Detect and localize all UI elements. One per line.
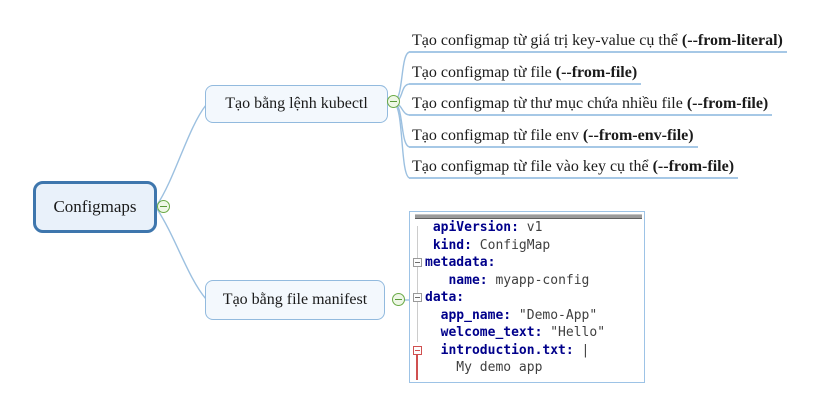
code-line: app_name: "Demo-App" (412, 307, 642, 325)
leaf-flag: (--from-env-file) (582, 127, 694, 144)
leaf-text: Tạo configmap từ giá trị key-value cụ th… (412, 32, 682, 49)
gutter-line (417, 226, 418, 342)
code-text: name: myapp-config (425, 272, 590, 288)
code-line: kind: ConfigMap (412, 237, 642, 255)
leaf-node-from-file[interactable]: Tạo configmap từ file (--from-file) (409, 63, 642, 85)
leaf-node-from-literal[interactable]: Tạo configmap từ giá trị key-value cụ th… (409, 31, 787, 53)
code-line: introduction.txt: | (412, 342, 642, 360)
code-text: introduction.txt: | (425, 342, 590, 358)
code-line: name: myapp-config (412, 272, 642, 290)
code-line: My demo app (412, 359, 642, 377)
code-line: metadata: (412, 254, 642, 272)
collapse-minus-icon[interactable] (387, 95, 400, 108)
root-node-configmaps[interactable]: Configmaps (33, 181, 157, 233)
leaf-flag: (--from-file) (652, 158, 735, 175)
collapse-minus-icon[interactable] (157, 200, 170, 213)
leaf-node-file-to-key[interactable]: Tạo configmap từ file vào key cụ thể (--… (409, 157, 739, 179)
code-text: metadata: (425, 255, 496, 270)
branch-node-label: Tạo bằng lệnh kubectl (225, 95, 368, 112)
code-line: data: (412, 289, 642, 307)
gutter-cell (412, 237, 425, 255)
gutter-cell (412, 307, 425, 325)
leaf-text: Tạo configmap từ thư mục chứa nhiều file (412, 95, 687, 112)
branch-node-manifest[interactable]: Tạo bằng file manifest (205, 280, 385, 320)
code-text: app_name: "Demo-App" (425, 307, 598, 323)
code-text: welcome_text: "Hello" (425, 325, 606, 340)
code-scrollbar[interactable] (415, 214, 642, 219)
code-line: welcome_text: "Hello" (412, 324, 642, 342)
code-text: My demo app (425, 360, 543, 375)
code-text: data: (425, 290, 465, 305)
gutter-cell (412, 219, 425, 237)
leaf-text: Tạo configmap từ file env (412, 127, 583, 144)
leaf-flag: (--from-literal) (681, 32, 783, 49)
leaf-node-from-dir[interactable]: Tạo configmap từ thư mục chứa nhiều file… (409, 94, 773, 116)
fold-toggle-icon[interactable] (412, 254, 425, 272)
code-text: kind: ConfigMap (425, 237, 551, 253)
branch-node-kubectl[interactable]: Tạo bằng lệnh kubectl (205, 85, 388, 123)
root-node-label: Configmaps (53, 197, 137, 216)
code-text: apiVersion: v1 (425, 220, 543, 235)
fold-toggle-icon[interactable] (412, 342, 425, 360)
gutter-cell (412, 359, 425, 377)
minus-box-icon[interactable] (413, 258, 422, 268)
gutter-line-red (416, 351, 418, 380)
gutter-cell (412, 324, 425, 342)
branch-node-label: Tạo bằng file manifest (222, 291, 368, 308)
fold-toggle-icon[interactable] (412, 289, 425, 307)
leaf-flag: (--from-file) (555, 64, 638, 81)
minus-box-icon[interactable] (413, 345, 422, 355)
leaf-text: Tạo configmap từ file vào key cụ thể (412, 158, 653, 175)
leaf-text: Tạo configmap từ file (412, 64, 556, 81)
leaf-node-from-env-file[interactable]: Tạo configmap từ file env (--from-env-fi… (409, 126, 698, 148)
minus-box-icon[interactable] (413, 293, 422, 303)
leaf-flag: (--from-file) (686, 95, 769, 112)
collapse-minus-icon[interactable] (392, 293, 405, 306)
code-line: apiVersion: v1 (412, 219, 642, 237)
gutter-cell (412, 272, 425, 290)
